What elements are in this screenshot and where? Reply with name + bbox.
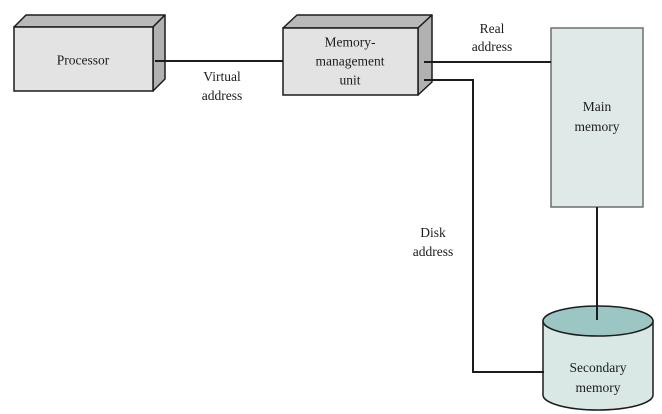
real-address-label-line: address xyxy=(471,39,513,54)
secondary-memory-label-line: Secondary xyxy=(569,360,627,375)
cylinder-body xyxy=(542,320,654,411)
processor-box xyxy=(13,14,166,92)
secondary-memory-label: Secondary memory xyxy=(570,358,627,398)
disk-address-label: Disk address xyxy=(413,223,454,261)
mmu-box xyxy=(282,14,433,96)
mmu-label: Memory- management unit xyxy=(316,33,385,90)
virtual-address-label-line: Virtual xyxy=(203,69,241,84)
disk-address-line xyxy=(424,79,544,373)
real-address-label-line: Real xyxy=(479,21,505,36)
secondary-memory-label-line: memory xyxy=(575,380,621,395)
processor-label-line: Processor xyxy=(56,52,110,68)
processor-box-top-face xyxy=(13,14,166,28)
main-memory-label: Main memory xyxy=(575,97,620,137)
processor-box-front-face xyxy=(13,26,154,92)
virtual-address-label: Virtual address xyxy=(202,67,243,105)
main-memory-box xyxy=(550,27,644,208)
mmu-label-line: management xyxy=(315,53,385,69)
processor-box-side-face xyxy=(152,14,166,92)
mmu-box-top-face xyxy=(282,14,433,29)
virtual-address-label-line: address xyxy=(201,88,243,103)
main-memory-label-line: memory xyxy=(574,119,620,134)
processor-label: Processor xyxy=(57,51,110,70)
mmu-label-line: unit xyxy=(339,72,361,88)
mmu-box-side-face xyxy=(417,14,433,96)
disk-address-label-line: Disk xyxy=(420,225,446,240)
main-memory-label-line: Main xyxy=(582,99,612,114)
secondary-memory-cylinder xyxy=(542,305,654,411)
disk-address-label-line: address xyxy=(412,244,454,259)
mmu-label-line: Memory- xyxy=(324,34,376,50)
real-address-label: Real address xyxy=(472,20,513,56)
